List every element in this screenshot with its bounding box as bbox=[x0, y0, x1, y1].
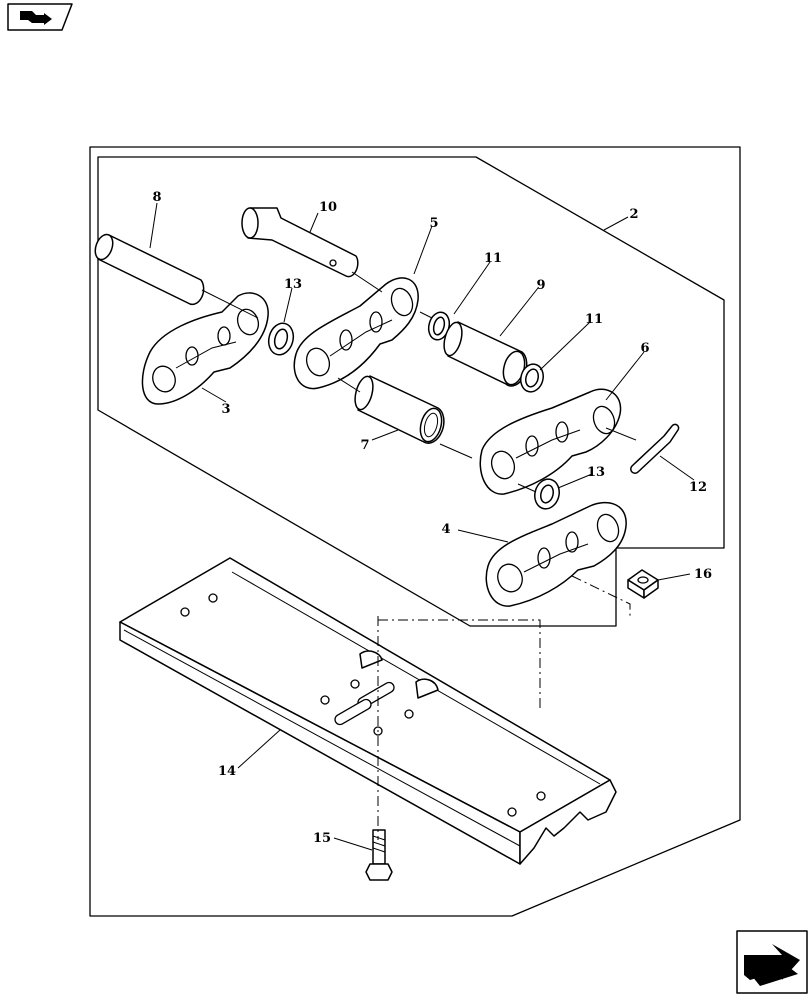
seal-upper bbox=[267, 322, 295, 356]
next-page-arrow-icon[interactable] bbox=[736, 930, 808, 994]
main-frame bbox=[89, 146, 741, 917]
callout-4: 4 bbox=[441, 522, 450, 537]
callout-7: 7 bbox=[360, 438, 369, 453]
link-left bbox=[141, 292, 269, 405]
callout-16: 16 bbox=[694, 567, 712, 582]
callout-13-upper: 13 bbox=[284, 277, 302, 292]
master-pin bbox=[241, 207, 359, 278]
shoe-bolt bbox=[365, 829, 393, 881]
callout-3: 3 bbox=[221, 402, 230, 417]
callout-2: 2 bbox=[629, 207, 638, 222]
book-arrow-icon[interactable] bbox=[7, 3, 73, 31]
spacer-lower bbox=[520, 363, 544, 393]
lock-pin bbox=[630, 423, 680, 474]
link-right bbox=[485, 501, 627, 607]
spacer-upper bbox=[427, 311, 451, 341]
master-link-right bbox=[479, 388, 622, 495]
callout-12: 12 bbox=[689, 480, 707, 495]
alignment-lines bbox=[201, 271, 637, 840]
callout-13-lower: 13 bbox=[587, 465, 605, 480]
callout-8: 8 bbox=[152, 190, 161, 205]
callout-6: 6 bbox=[640, 341, 649, 356]
shoe-nut bbox=[627, 569, 659, 599]
callout-10: 10 bbox=[319, 200, 337, 215]
callout-15: 15 bbox=[313, 831, 331, 846]
seal-lower bbox=[534, 478, 560, 510]
master-link-left bbox=[293, 277, 419, 390]
callout-11-upper: 11 bbox=[484, 251, 502, 266]
bushing bbox=[354, 375, 445, 444]
pin bbox=[94, 233, 205, 306]
leader-lines bbox=[149, 202, 695, 851]
callouts: 8 10 2 5 11 9 13 11 6 3 7 13 12 4 16 14 … bbox=[152, 190, 712, 846]
callout-9: 9 bbox=[536, 278, 545, 293]
callout-5: 5 bbox=[429, 216, 438, 231]
callout-11-lower: 11 bbox=[585, 312, 603, 327]
callout-14: 14 bbox=[218, 764, 236, 779]
track-shoe bbox=[119, 557, 617, 865]
master-bushing bbox=[443, 321, 528, 387]
